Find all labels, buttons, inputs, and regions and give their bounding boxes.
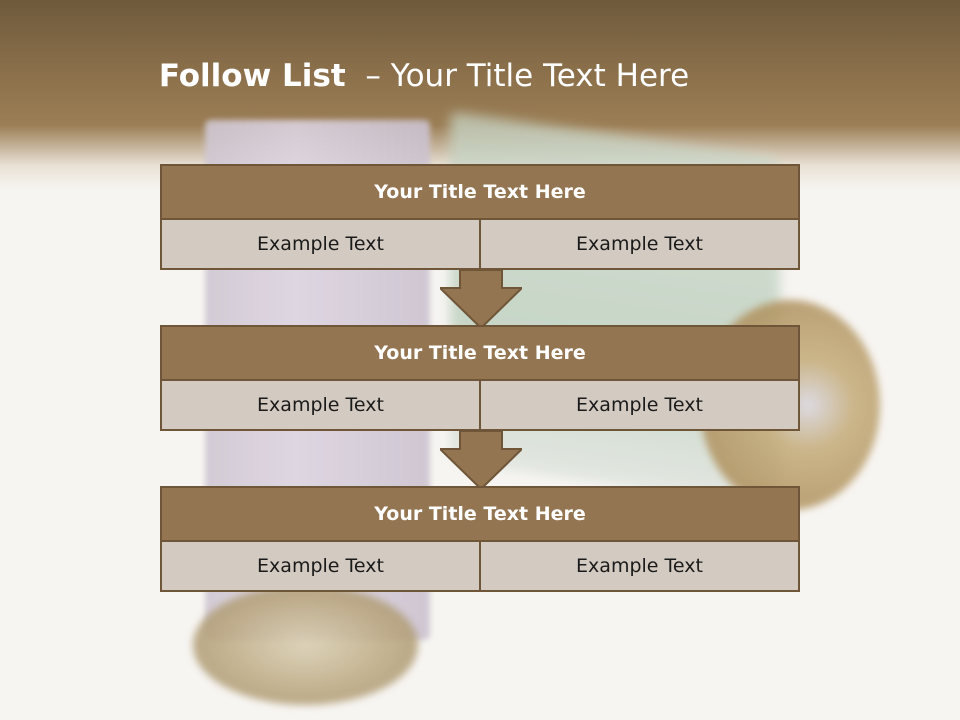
block-heading: Your Title Text Here (160, 325, 800, 381)
block-heading: Your Title Text Here (160, 164, 800, 220)
block-row: Example Text Example Text (160, 220, 800, 270)
block-cell-right: Example Text (481, 542, 800, 592)
purple-shell-brass-base (193, 585, 418, 705)
title-bold: Follow List (158, 58, 346, 94)
block-cell-left: Example Text (160, 381, 481, 431)
block-cell-right: Example Text (481, 381, 800, 431)
list-block-1: Your Title Text Here Example Text Exampl… (160, 164, 800, 270)
block-heading: Your Title Text Here (160, 486, 800, 542)
down-arrow-icon (440, 431, 522, 491)
down-arrow-icon (440, 270, 522, 330)
list-block-2: Your Title Text Here Example Text Exampl… (160, 325, 800, 431)
block-row: Example Text Example Text (160, 542, 800, 592)
block-cell-left: Example Text (160, 220, 481, 270)
block-row: Example Text Example Text (160, 381, 800, 431)
slide-title: Follow List – Your Title Text Here (0, 58, 904, 94)
title-light: – Your Title Text Here (365, 58, 690, 94)
block-cell-left: Example Text (160, 542, 481, 592)
list-block-3: Your Title Text Here Example Text Exampl… (160, 486, 800, 592)
block-cell-right: Example Text (481, 220, 800, 270)
